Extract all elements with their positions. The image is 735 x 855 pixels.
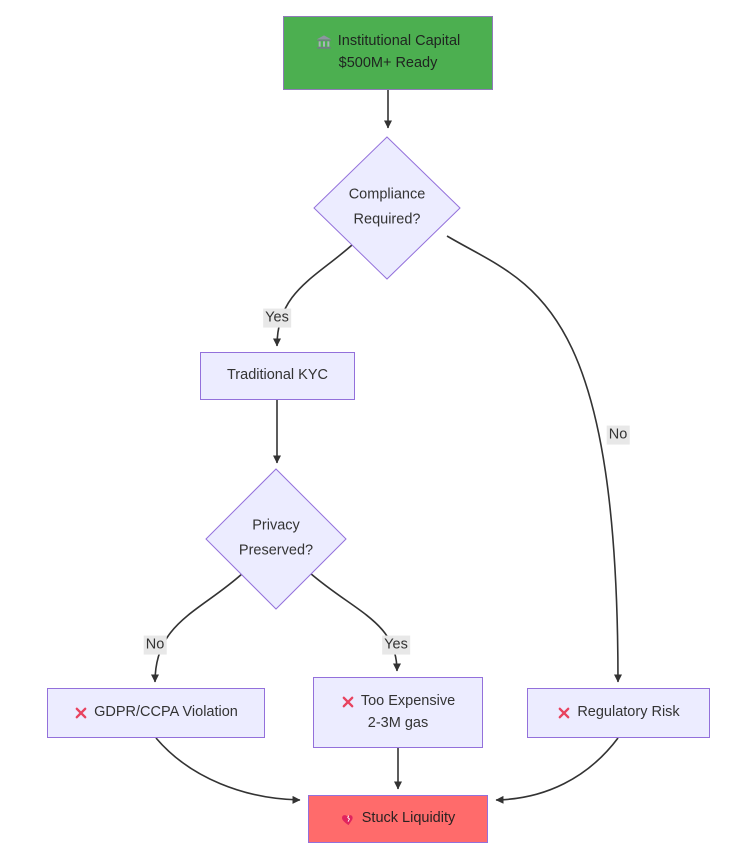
node-compliance-shape [313, 136, 461, 280]
node-stuck-liquidity: Stuck Liquidity [308, 795, 488, 843]
bank-icon [316, 34, 332, 50]
node-gdpr-violation-label: GDPR/CCPA Violation [94, 704, 238, 721]
edge-privacy-yes [309, 572, 401, 672]
edge-label-privacy-no: No [143, 635, 167, 655]
edge-compliance-no [446, 235, 622, 683]
node-privacy-line2: Preserved? [238, 543, 314, 559]
node-privacy-line1: Privacy [252, 517, 300, 534]
edge-privacy-no [151, 572, 244, 683]
cross-icon [74, 706, 88, 720]
edge-label-privacy-yes: Yes [382, 635, 410, 655]
node-gdpr-violation: GDPR/CCPA Violation [47, 688, 265, 738]
node-too-expensive: Too Expensive 2-3M gas [313, 677, 483, 748]
node-compliance-line2: Required? [353, 212, 421, 228]
node-regulatory-risk: Regulatory Risk [527, 688, 710, 738]
edge-gdpr-to-stuck [155, 737, 301, 804]
edge-compliance-yes [273, 244, 353, 347]
node-too-expensive-line2: 2-3M gas [367, 714, 429, 731]
node-privacy-label: Privacy Preserved? [239, 514, 313, 565]
edge-label-compliance-yes: Yes [263, 308, 291, 328]
edge-regulatory-to-stuck [495, 737, 619, 804]
edge-label-compliance-no: No [606, 425, 630, 445]
cross-icon [341, 695, 355, 709]
node-privacy-shape [205, 468, 347, 610]
node-institutional-capital-line2: $500M+ Ready [338, 55, 438, 71]
node-institutional-capital-line1: Institutional Capital [337, 33, 461, 50]
node-too-expensive-line1: Too Expensive [360, 692, 456, 709]
cross-icon [557, 706, 571, 720]
node-institutional-capital: Institutional Capital $500M+ Ready [283, 16, 493, 90]
node-traditional-kyc-label: Traditional KYC [226, 367, 328, 384]
node-compliance-line1: Compliance [348, 186, 426, 203]
broken-heart-icon [341, 812, 356, 827]
node-compliance-label: Compliance Required? [349, 183, 426, 234]
node-traditional-kyc: Traditional KYC [200, 352, 355, 400]
node-stuck-liquidity-label: Stuck Liquidity [361, 810, 456, 827]
node-regulatory-risk-label: Regulatory Risk [577, 704, 680, 721]
